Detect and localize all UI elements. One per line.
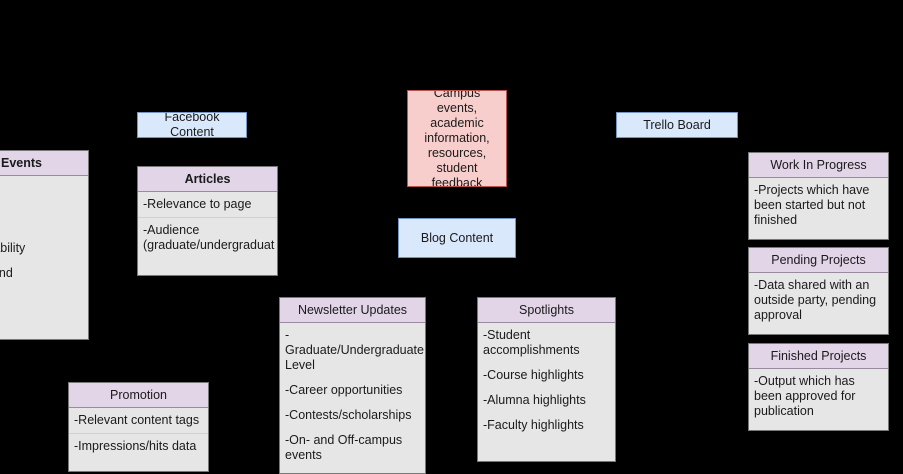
node-trello-board[interactable]: Trello Board <box>616 112 738 138</box>
list-item: - Graduate/Undergraduate Level <box>285 328 424 372</box>
card-pending-projects-body: -Data shared with an outside party, pend… <box>749 273 888 328</box>
card-finished-projects-body: -Output which has been approved for publ… <box>749 369 888 424</box>
list-item: -Projects which have been started but no… <box>754 183 870 227</box>
list-item: -Audience (graduate/undergraduat <box>138 217 277 258</box>
card-newsletter-updates[interactable]: Newsletter Updates - Graduate/Undergradu… <box>279 297 426 474</box>
card-newsletter-updates-body: - Graduate/Undergraduate Level -Career o… <box>280 323 425 468</box>
card-work-in-progress-body: -Projects which have been started but no… <box>749 178 888 233</box>
list-item: -Student accomplishments <box>483 328 580 357</box>
card-finished-projects-title: Finished Projects <box>749 344 888 369</box>
card-pending-projects-title: Pending Projects <box>749 248 888 273</box>
node-campus-feedback-label: Campus events, academic information, res… <box>424 90 490 187</box>
card-articles-body: -Relevance to page -Audience (graduate/u… <box>138 192 277 258</box>
card-articles[interactable]: Articles -Relevance to page -Audience (g… <box>137 166 278 276</box>
list-item: -On- and Off-campus events <box>285 433 403 462</box>
node-campus-feedback[interactable]: Campus events, academic information, res… <box>407 90 507 187</box>
list-item: -Faculty highlights <box>483 418 584 432</box>
list-item: -Contests/scholarships <box>285 408 412 422</box>
list-item: -Time <box>0 201 88 226</box>
node-facebook-content-label: Facebook Content <box>164 112 220 138</box>
list-item: -Career opportunities <box>285 383 403 397</box>
list-item: -Impressions/hits data <box>69 433 208 459</box>
node-facebook-content[interactable]: Facebook Content <box>137 112 247 138</box>
node-trello-board-label: Trello Board <box>643 117 711 132</box>
card-spotlights-body: -Student accomplishments -Course highlig… <box>478 323 615 438</box>
list-item: -Data shared with an outside party, pend… <box>754 278 877 322</box>
list-item: -Date <box>0 176 88 201</box>
card-events-body: -Date -Time - availability -ame and <box>0 176 88 286</box>
card-promotion-body: -Relevant content tags -Impressions/hits… <box>69 408 208 459</box>
card-articles-title: Articles <box>138 167 277 192</box>
card-promotion[interactable]: Promotion -Relevant content tags -Impres… <box>68 382 209 472</box>
card-spotlights[interactable]: Spotlights -Student accomplishments -Cou… <box>477 297 616 462</box>
card-promotion-title: Promotion <box>69 383 208 408</box>
card-work-in-progress[interactable]: Work In Progress -Projects which have be… <box>748 152 889 240</box>
list-item: -Course highlights <box>483 368 584 382</box>
list-item: -ame and <box>0 266 13 280</box>
list-item: -Relevant content tags <box>74 413 200 427</box>
list-item <box>0 226 88 236</box>
list-item: -Relevance to page <box>143 197 252 211</box>
list-item: -Output which has been approved for publ… <box>754 374 856 418</box>
node-blog-content[interactable]: Blog Content <box>398 218 516 258</box>
list-item: -Alumna highlights <box>483 393 586 407</box>
list-item: - availability <box>0 241 26 255</box>
card-events-title: Events <box>0 151 88 176</box>
card-events[interactable]: Events -Date -Time - availability -ame a… <box>0 150 89 340</box>
card-pending-projects[interactable]: Pending Projects -Data shared with an ou… <box>748 247 889 335</box>
card-work-in-progress-title: Work In Progress <box>749 153 888 178</box>
card-finished-projects[interactable]: Finished Projects -Output which has been… <box>748 343 889 431</box>
card-spotlights-title: Spotlights <box>478 298 615 323</box>
node-blog-content-label: Blog Content <box>420 230 494 245</box>
card-newsletter-updates-title: Newsletter Updates <box>280 298 425 323</box>
